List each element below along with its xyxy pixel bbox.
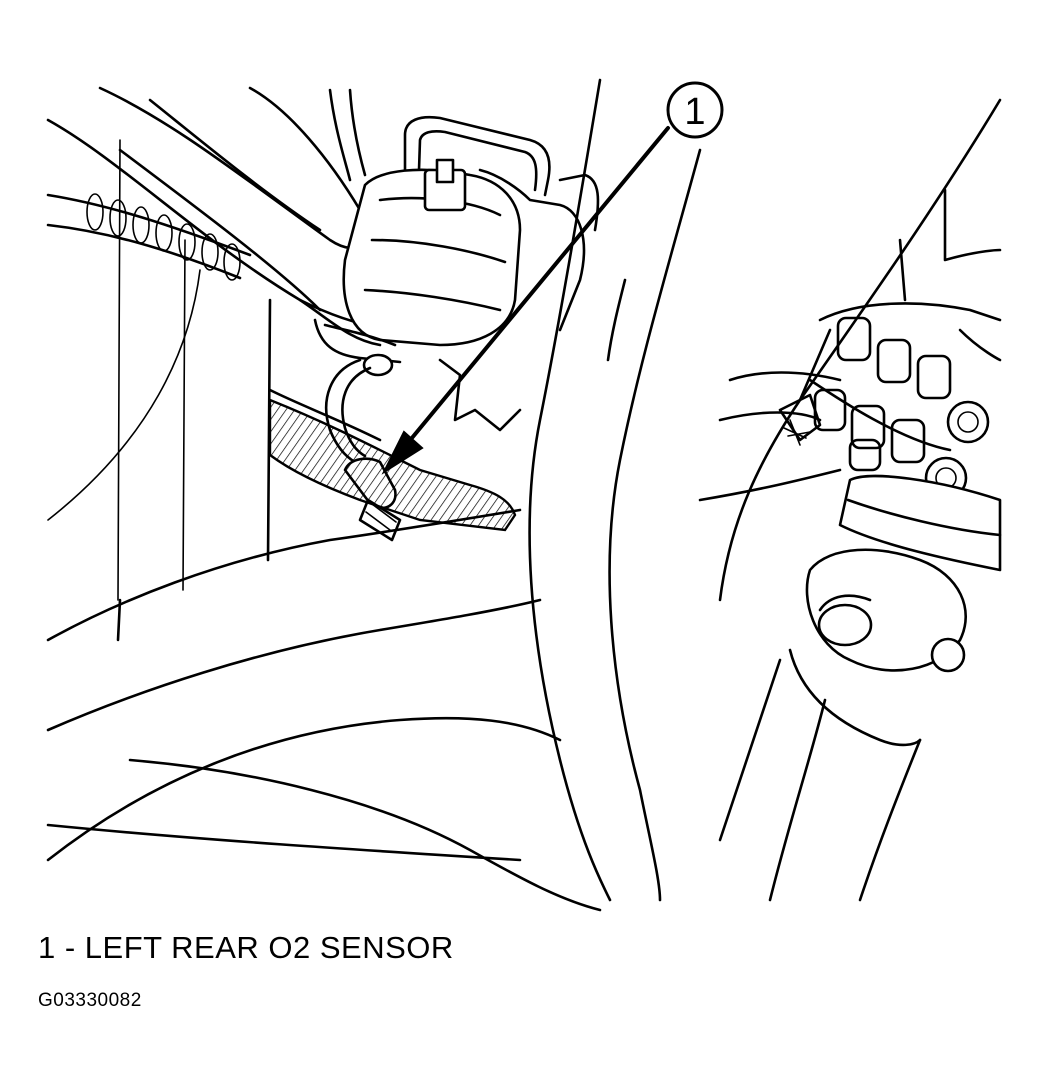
callout-number: 1 — [684, 91, 705, 133]
transmission-housing — [778, 302, 1002, 500]
figure-id: G03330082 — [38, 990, 142, 1011]
wire-harness — [46, 88, 367, 281]
mount-bracket — [342, 115, 600, 347]
sensor-location-drawing: 1 — [46, 78, 1002, 912]
left-frame-lines — [47, 139, 272, 601]
callout-leader-arrow — [381, 126, 670, 475]
callout-bubble-1: 1 — [666, 81, 724, 139]
crossmember — [46, 508, 602, 912]
legend-text: 1 - LEFT REAR O2 SENSOR — [38, 930, 454, 965]
right-chassis — [698, 98, 1002, 602]
lower-bracket — [313, 318, 522, 432]
driveshaft — [718, 474, 1002, 902]
frame-rail — [528, 78, 702, 902]
line-drawing: 1 — [46, 78, 1002, 912]
